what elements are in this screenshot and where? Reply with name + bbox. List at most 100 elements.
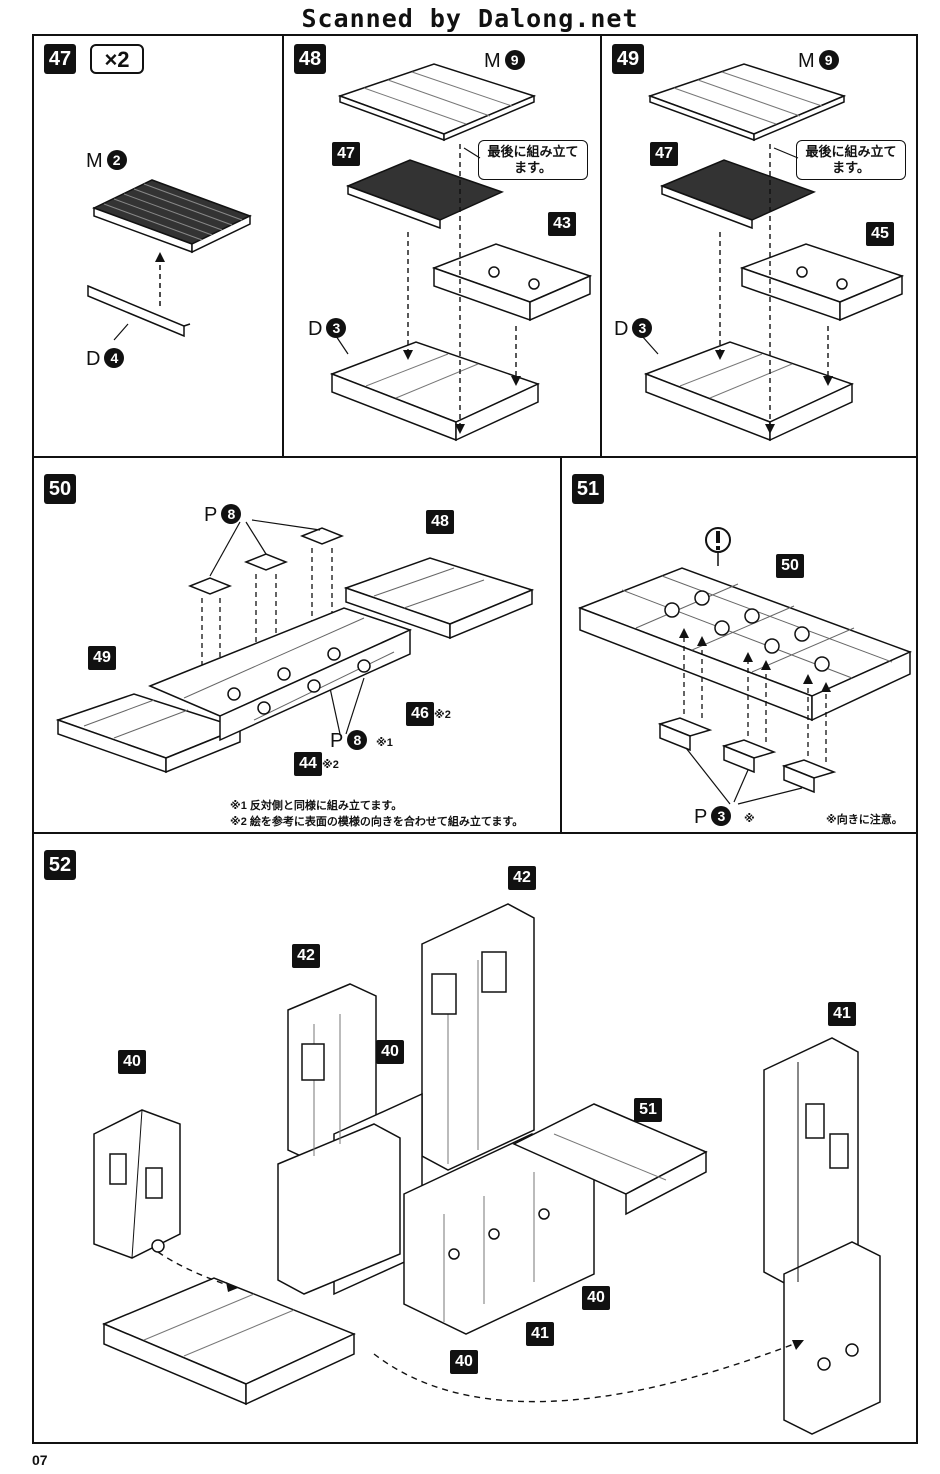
assembly-arrows: [407, 144, 517, 428]
step-49-illustration: [641, 63, 905, 442]
callout-49: 49: [88, 646, 116, 670]
runner-letter: P: [330, 730, 344, 752]
callout-40-lower-right: 40: [582, 1286, 610, 1310]
callout-43: 43: [548, 212, 576, 236]
orientation-note: ※向きに注意。: [826, 814, 903, 826]
grille-part-illustration: [659, 159, 817, 230]
callout-41-lower: 41: [526, 1322, 554, 1346]
clip-parts-illustration: [187, 527, 345, 595]
runner-letter: M: [484, 50, 501, 72]
runner-letter: D: [308, 318, 323, 340]
runner-number: 3: [632, 318, 653, 338]
note-mark-2: ※2: [322, 759, 339, 771]
callout-42-right: 42: [508, 866, 536, 890]
note-bubble: 最後に組み立てます。: [478, 140, 588, 180]
step-50-illustration: [55, 519, 535, 774]
callout-48: 48: [426, 510, 454, 534]
assembly-arrows: [683, 634, 827, 762]
arrow-heads: [403, 350, 521, 434]
step-number: 48: [294, 44, 326, 74]
grille-part-illustration: [92, 179, 252, 254]
runner-number: 4: [104, 348, 125, 368]
note-mark-2: ※2: [434, 709, 451, 721]
base-tray-illustration: [643, 341, 855, 442]
runner-number: 2: [106, 150, 127, 170]
runner-number: 3: [326, 318, 347, 338]
frame-strip-illustration: [87, 284, 191, 338]
step-51-illustration: [577, 527, 912, 805]
assembly-arrows: [157, 1251, 795, 1403]
scan-credit: Scanned by Dalong.net: [301, 4, 639, 33]
leader-line: [463, 147, 481, 159]
step-number: 52: [44, 850, 76, 880]
step-number: 47: [44, 44, 76, 74]
page-number: 07: [32, 1452, 48, 1468]
runner-number: 8: [221, 504, 242, 524]
base-tray-illustration: [329, 341, 541, 442]
arrow-heads: [715, 350, 833, 434]
callout-51: 51: [634, 1098, 662, 1122]
quantity-badge: ×2: [90, 44, 144, 74]
runner-letter: P: [204, 504, 218, 526]
note-mark: ※: [744, 813, 755, 825]
runner-number: 3: [711, 806, 732, 826]
callout-40-left: 40: [118, 1050, 146, 1074]
runner-letter: D: [614, 318, 629, 340]
runner-number: 9: [504, 50, 525, 70]
main-frame-illustration: [55, 557, 535, 774]
right-body-block-illustration: [403, 1103, 708, 1335]
assembly-arrows: [201, 548, 333, 670]
top-plate-illustration: [647, 63, 847, 142]
leader-line: [773, 147, 799, 159]
assembly-arrows: [719, 144, 829, 428]
step-47-illustration: [87, 179, 252, 341]
left-leg-part-illustration: [93, 1109, 181, 1259]
frame-section-illustration: [577, 567, 912, 722]
callout-45: 45: [866, 222, 894, 246]
leader-lines: [209, 519, 365, 735]
callout-41-right: 41: [828, 1002, 856, 1026]
leader-line: [641, 335, 659, 355]
step-number: 50: [44, 474, 76, 504]
leader-lines: [685, 747, 803, 805]
note-bubble: 最後に組み立てます。: [796, 140, 906, 180]
runner-letter: P: [694, 806, 708, 828]
runner-letter: M: [798, 50, 815, 72]
bottom-tray-illustration: [102, 1277, 356, 1406]
step-number: 51: [572, 474, 604, 504]
arrow-heads: [679, 628, 831, 692]
joint-block-illustration: [739, 243, 905, 322]
step-52-illustration: [93, 903, 881, 1435]
callout-47: 47: [332, 142, 360, 166]
step-48-illustration: [329, 63, 593, 442]
callout-40-center: 40: [376, 1040, 404, 1064]
callout-46: 46: [406, 702, 434, 726]
step-number: 49: [612, 44, 644, 74]
runner-letter: M: [86, 150, 103, 172]
runner-number: 9: [818, 50, 839, 70]
joint-block-illustration: [431, 243, 593, 322]
footnote-1: ※1 反対側と同様に組み立てます。: [230, 800, 403, 812]
callout-40-bottom: 40: [450, 1350, 478, 1374]
callout-42-left: 42: [292, 944, 320, 968]
footnote-2: ※2 絵を参考に表面の模様の向きを合わせて組み立てます。: [230, 816, 524, 828]
callout-47: 47: [650, 142, 678, 166]
right-leg-part-illustration: [763, 1037, 881, 1435]
leader-line: [113, 323, 129, 341]
arrow-head: [155, 252, 165, 262]
step-52-panel: 52 42 42 40 40 41 51 40 41 40: [32, 832, 918, 1444]
grille-part-illustration: [345, 159, 505, 230]
